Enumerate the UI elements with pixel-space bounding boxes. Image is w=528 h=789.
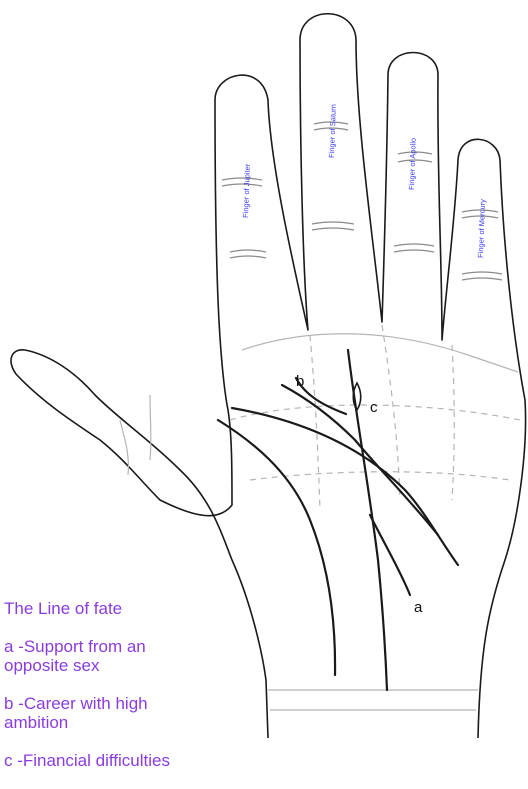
fate-tail-a bbox=[370, 515, 410, 595]
legend-item-b: b -Career with high ambition bbox=[4, 694, 254, 732]
legend-title: The Line of fate bbox=[4, 599, 254, 618]
finger-label-saturn: Finger of Saturn bbox=[327, 104, 338, 158]
legend: The Line of fate a -Support from an oppo… bbox=[4, 580, 254, 789]
legend-item-a: a -Support from an opposite sex bbox=[4, 637, 254, 675]
mark-label-b: b bbox=[296, 373, 304, 390]
finger-label-apollo: Finger of Apollo bbox=[407, 138, 418, 190]
finger-label-mercury: Finger of Mercury bbox=[476, 199, 487, 258]
legend-item-c: c -Financial difficulties bbox=[4, 751, 254, 770]
mark-label-c: c bbox=[370, 399, 378, 416]
finger-label-jupiter: Finger of Jupiter bbox=[241, 163, 252, 218]
mark-label-a: a bbox=[414, 599, 423, 616]
heart-line bbox=[282, 385, 438, 535]
palm-lines bbox=[218, 350, 458, 690]
